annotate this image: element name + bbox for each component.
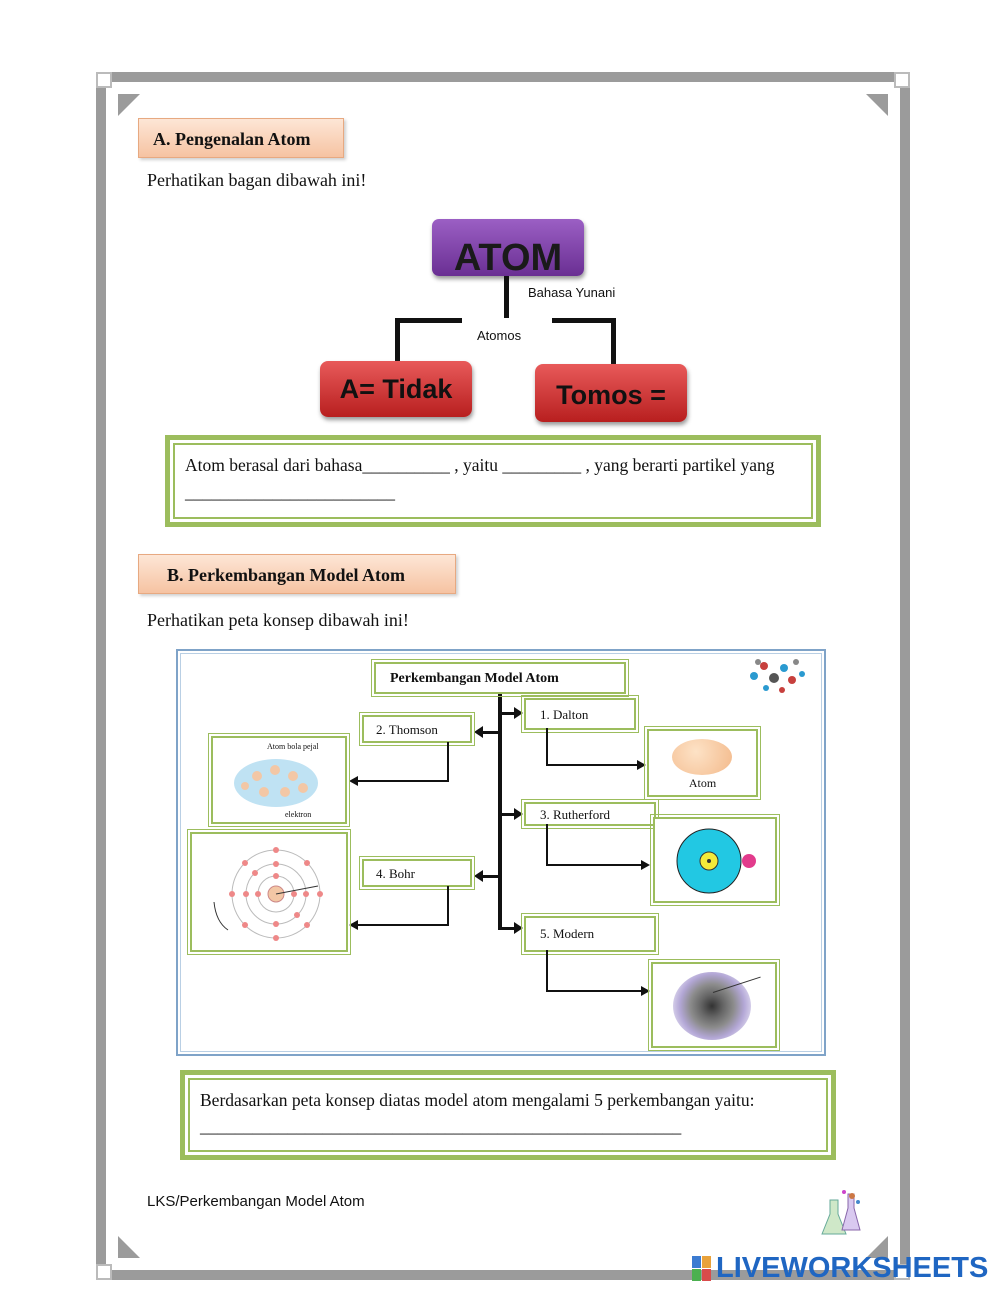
corner-triangle-tr	[866, 94, 888, 116]
connector-vertical	[504, 276, 509, 322]
line-dalton-down	[546, 728, 548, 766]
answer-b-line[interactable]: ________________________________________…	[200, 1116, 682, 1136]
node-dalton: 1. Dalton	[521, 695, 639, 733]
liveworksheets-logo-icon	[692, 1256, 712, 1282]
section-b-instruction: Perhatikan peta konsep dibawah ini!	[147, 610, 409, 630]
bohr-model	[213, 847, 323, 941]
dalton-image-box: Atom	[644, 726, 761, 800]
label-bohr: 4. Bohr	[376, 866, 415, 881]
line-dalton-right	[546, 764, 638, 766]
answer-a-text: Atom berasal dari bahasa__________ , yai…	[185, 455, 775, 502]
page-frame-left	[96, 72, 106, 1280]
atom-box: ATOM	[432, 219, 584, 276]
thomson-model	[234, 759, 318, 807]
label-thomson: 2. Thomson	[376, 722, 438, 737]
branch-modern	[500, 927, 518, 930]
corner-triangle-br	[866, 1236, 888, 1258]
note-atomos: Atomos	[477, 328, 522, 343]
rutherford-image-box	[650, 814, 780, 906]
atom-label: ATOM	[453, 237, 563, 276]
branch-dalton	[500, 712, 518, 715]
node-rutherford: 3. Rutherford	[521, 799, 659, 829]
liveworksheets-brand[interactable]: LIVEWORKSHEETS	[716, 1252, 989, 1284]
thomson-caption-bottom: elektron	[285, 810, 312, 819]
map-spine	[498, 692, 502, 930]
frame-corner-bl	[96, 1264, 112, 1280]
arrow-modern-image	[641, 986, 650, 996]
box-a-tidak: A= Tidak	[320, 361, 472, 417]
connector-right	[611, 318, 616, 366]
lab-flask-icon	[821, 1190, 861, 1235]
line-thomson-left	[357, 780, 449, 782]
answer-box-a: Atom berasal dari bahasa__________ , yai…	[165, 435, 821, 527]
map-title: Perkembangan Model Atom	[390, 671, 559, 686]
corner-triangle-tl	[118, 94, 140, 116]
modern-image-box	[648, 959, 780, 1051]
rutherford-model	[676, 828, 756, 894]
thomson-image-box: Atom bola pejal elektron	[208, 733, 350, 827]
node-modern: 5. Modern	[521, 913, 659, 955]
section-a-instruction: Perhatikan bagan dibawah ini!	[147, 170, 367, 190]
footer-text: LKS/Perkembangan Model Atom	[147, 1193, 365, 1210]
line-thomson-down	[447, 742, 449, 782]
bohr-image-box	[187, 829, 351, 955]
label-rutherford: 3. Rutherford	[540, 807, 611, 822]
page-frame-top	[96, 72, 910, 82]
branch-rutherford	[500, 813, 518, 816]
branch-bohr	[482, 875, 500, 878]
line-bohr-left	[357, 924, 449, 926]
section-b-header: B. Perkembangan Model Atom	[138, 554, 456, 594]
line-rutherford-right	[546, 864, 642, 866]
arrow-bohr-image	[349, 920, 358, 930]
note-bahasa-yunani: Bahasa Yunani	[528, 285, 616, 300]
dalton-ball	[672, 739, 732, 775]
label-modern: 5. Modern	[540, 926, 595, 941]
arrow-rutherford-image	[641, 860, 650, 870]
line-rutherford-down	[546, 824, 548, 866]
arrow-dalton	[514, 707, 523, 719]
arrow-bohr	[474, 870, 483, 882]
frame-corner-tl	[96, 72, 112, 88]
branch-thomson	[482, 731, 500, 734]
frame-corner-tr	[894, 72, 910, 88]
frame-corner-br	[894, 1264, 910, 1280]
answer-box-b: Berdasarkan peta konsep diatas model ato…	[180, 1070, 836, 1160]
node-bohr: 4. Bohr	[359, 856, 475, 890]
thomson-caption-top: Atom bola pejal	[267, 742, 319, 751]
page-frame-bottom	[96, 1270, 910, 1280]
line-modern-down	[546, 950, 548, 992]
section-a-header: A. Pengenalan Atom	[138, 118, 344, 158]
map-title-box: Perkembangan Model Atom	[371, 659, 629, 697]
line-bohr-down	[447, 886, 449, 926]
connector-gap	[462, 318, 552, 323]
arrow-dalton-image	[637, 760, 646, 770]
arrow-rutherford	[514, 808, 523, 820]
arrow-thomson-image	[349, 776, 358, 786]
molecule-icon	[750, 659, 805, 693]
arrow-thomson	[474, 726, 483, 738]
node-thomson: 2. Thomson	[359, 712, 475, 746]
page-frame-right	[900, 72, 910, 1280]
connector-left	[395, 318, 400, 364]
corner-triangle-bl	[118, 1236, 140, 1258]
label-dalton: 1. Dalton	[540, 707, 589, 722]
answer-b-text: Berdasarkan peta konsep diatas model ato…	[200, 1090, 755, 1110]
dalton-caption: Atom	[688, 776, 717, 790]
arrow-modern	[514, 922, 523, 934]
box-tomos: Tomos =	[535, 364, 687, 422]
line-modern-right	[546, 990, 642, 992]
